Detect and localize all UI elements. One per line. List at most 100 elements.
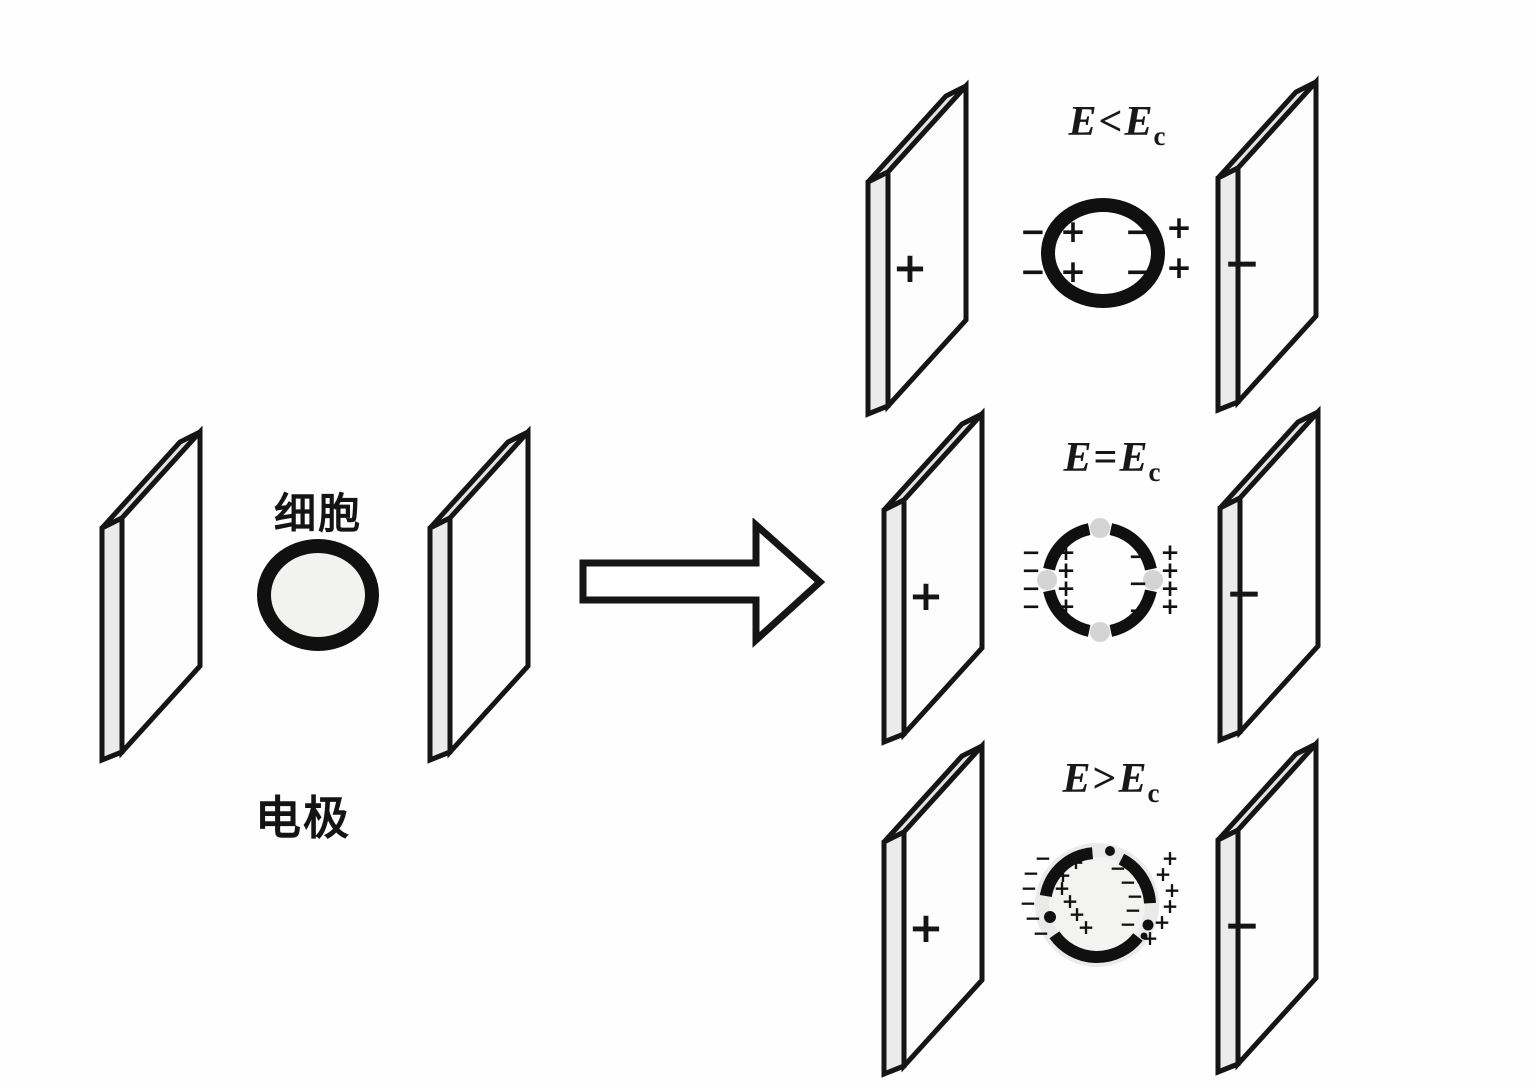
left-panel-electrode-right [422, 424, 534, 764]
condition-rhs: E [1118, 756, 1147, 802]
transform-arrow [575, 517, 831, 648]
condition-op: = [1093, 435, 1118, 481]
charge-sign: + [1068, 902, 1086, 926]
porated-membrane-icon [1037, 518, 1163, 642]
condition-op: > [1092, 756, 1117, 802]
charge-sign: + [1161, 846, 1179, 870]
charges-outside-left: −−−− [1018, 540, 1044, 620]
charge-sign: + [1160, 576, 1180, 602]
charge-sign: + [1061, 889, 1079, 913]
charges-outside-left: −− [1020, 212, 1046, 292]
charge-sign: + [1153, 910, 1171, 934]
charge-sign: + [1067, 850, 1085, 874]
charge-sign: − [1124, 898, 1142, 922]
charge-sign: + [1166, 250, 1192, 286]
row2-cell-poration-start: −−−− ++++ −−− ++++ [990, 495, 1210, 665]
charge-sign: − [1022, 861, 1040, 885]
charge-sign: + [1166, 210, 1192, 246]
ruptured-membrane-icon [1035, 843, 1159, 967]
charge-sign: − [1119, 870, 1137, 894]
charge-sign: − [1128, 598, 1148, 624]
plate-minus-sign: − [1223, 238, 1261, 289]
charge-sign: − [1021, 540, 1041, 566]
charge-sign: + [1056, 540, 1076, 566]
electrode-label: 电极 [255, 792, 351, 844]
charge-sign: − [1126, 884, 1144, 908]
charge-sign: − [1020, 214, 1046, 250]
left-panel-electrode-left [94, 424, 206, 764]
row3-electrode-positive: + [876, 738, 988, 1078]
charge-sign: + [1163, 878, 1181, 902]
charge-sign: − [1128, 544, 1148, 570]
intact-membrane-icon [1041, 198, 1165, 308]
right-arrow-icon [579, 517, 826, 648]
condition-label-row2: E=Ec [1002, 434, 1222, 488]
row3-electrode-negative: − [1210, 736, 1322, 1076]
row2-electrode-negative: − [1212, 404, 1324, 744]
plate-plus-sign: + [908, 903, 944, 952]
row1-electrode-negative: − [1210, 74, 1322, 414]
charge-sign: + [1056, 576, 1076, 602]
plate-minus-sign: − [1225, 568, 1263, 619]
charge-sign: + [1060, 254, 1086, 290]
condition-sub: c [1148, 457, 1161, 487]
charge-sign: + [1056, 594, 1076, 620]
condition-sub: c [1153, 121, 1166, 151]
charges-inside-right: −−− [1125, 544, 1151, 625]
charge-sign: + [1141, 926, 1159, 950]
charge-sign: + [1060, 214, 1086, 250]
charge-sign: − [1125, 214, 1151, 250]
row3-cell-ruptured: −−−−−− ++++++ −−−−− ++++++ [987, 820, 1207, 990]
electrode-plate-icon [422, 424, 534, 764]
condition-lhs: E [1068, 99, 1097, 145]
row1-electrode-positive: + [860, 78, 972, 418]
plate-minus-sign: − [1223, 900, 1261, 951]
charge-sign: − [1021, 558, 1041, 584]
left-panel-cell [208, 510, 428, 680]
charge-sign: + [1160, 540, 1180, 566]
charge-sign: − [1034, 846, 1052, 870]
charge-sign: + [1053, 876, 1071, 900]
charge-sign: − [1020, 254, 1046, 290]
row2-electrode-positive: + [876, 406, 988, 746]
charge-sign: − [1021, 576, 1041, 602]
condition-sub: c [1147, 778, 1160, 808]
charge-sign: + [1077, 915, 1095, 939]
charge-sign: − [1021, 594, 1041, 620]
charge-sign: − [1119, 912, 1137, 936]
charge-sign: − [1020, 876, 1038, 900]
charges-inside-left: ++ [1060, 212, 1086, 292]
charge-sign: − [1019, 891, 1037, 915]
charge-sign: − [1024, 906, 1042, 930]
cell-circle-icon [257, 539, 379, 651]
condition-lhs: E [1062, 756, 1091, 802]
charge-sign: + [1154, 862, 1172, 886]
condition-op: < [1098, 99, 1123, 145]
condition-rhs: E [1124, 99, 1153, 145]
charges-inside-left: ++++++ [1053, 852, 1095, 937]
charges-outside-right: ++++ [1157, 540, 1183, 620]
charge-sign: − [1032, 921, 1050, 945]
charge-sign: + [1160, 558, 1180, 584]
charges-outside-right: ++ [1166, 208, 1192, 288]
charges-outside-right: ++++++ [1142, 846, 1181, 948]
charges-inside-left: ++++ [1053, 540, 1079, 620]
charge-sign: + [1160, 594, 1180, 620]
condition-rhs: E [1119, 435, 1148, 481]
condition-label-row1: E<Ec [1007, 98, 1227, 152]
cell-label: 细胞 [273, 490, 362, 537]
plate-plus-sign: + [892, 243, 928, 292]
charge-sign: + [1054, 863, 1072, 887]
row1-cell-intact: −− ++ −− ++ [993, 168, 1213, 338]
charge-sign: − [1109, 856, 1127, 880]
charge-sign: + [1056, 558, 1076, 584]
charges-inside-right: −−−−− [1110, 858, 1144, 936]
condition-lhs: E [1063, 435, 1092, 481]
charge-sign: − [1125, 254, 1151, 290]
condition-label-row3: E>Ec [1001, 755, 1221, 809]
charges-inside-right: −− [1125, 212, 1151, 292]
charge-sign: + [1161, 894, 1179, 918]
charges-outside-left: −−−−−− [1019, 848, 1052, 943]
plate-plus-sign: + [908, 571, 944, 620]
